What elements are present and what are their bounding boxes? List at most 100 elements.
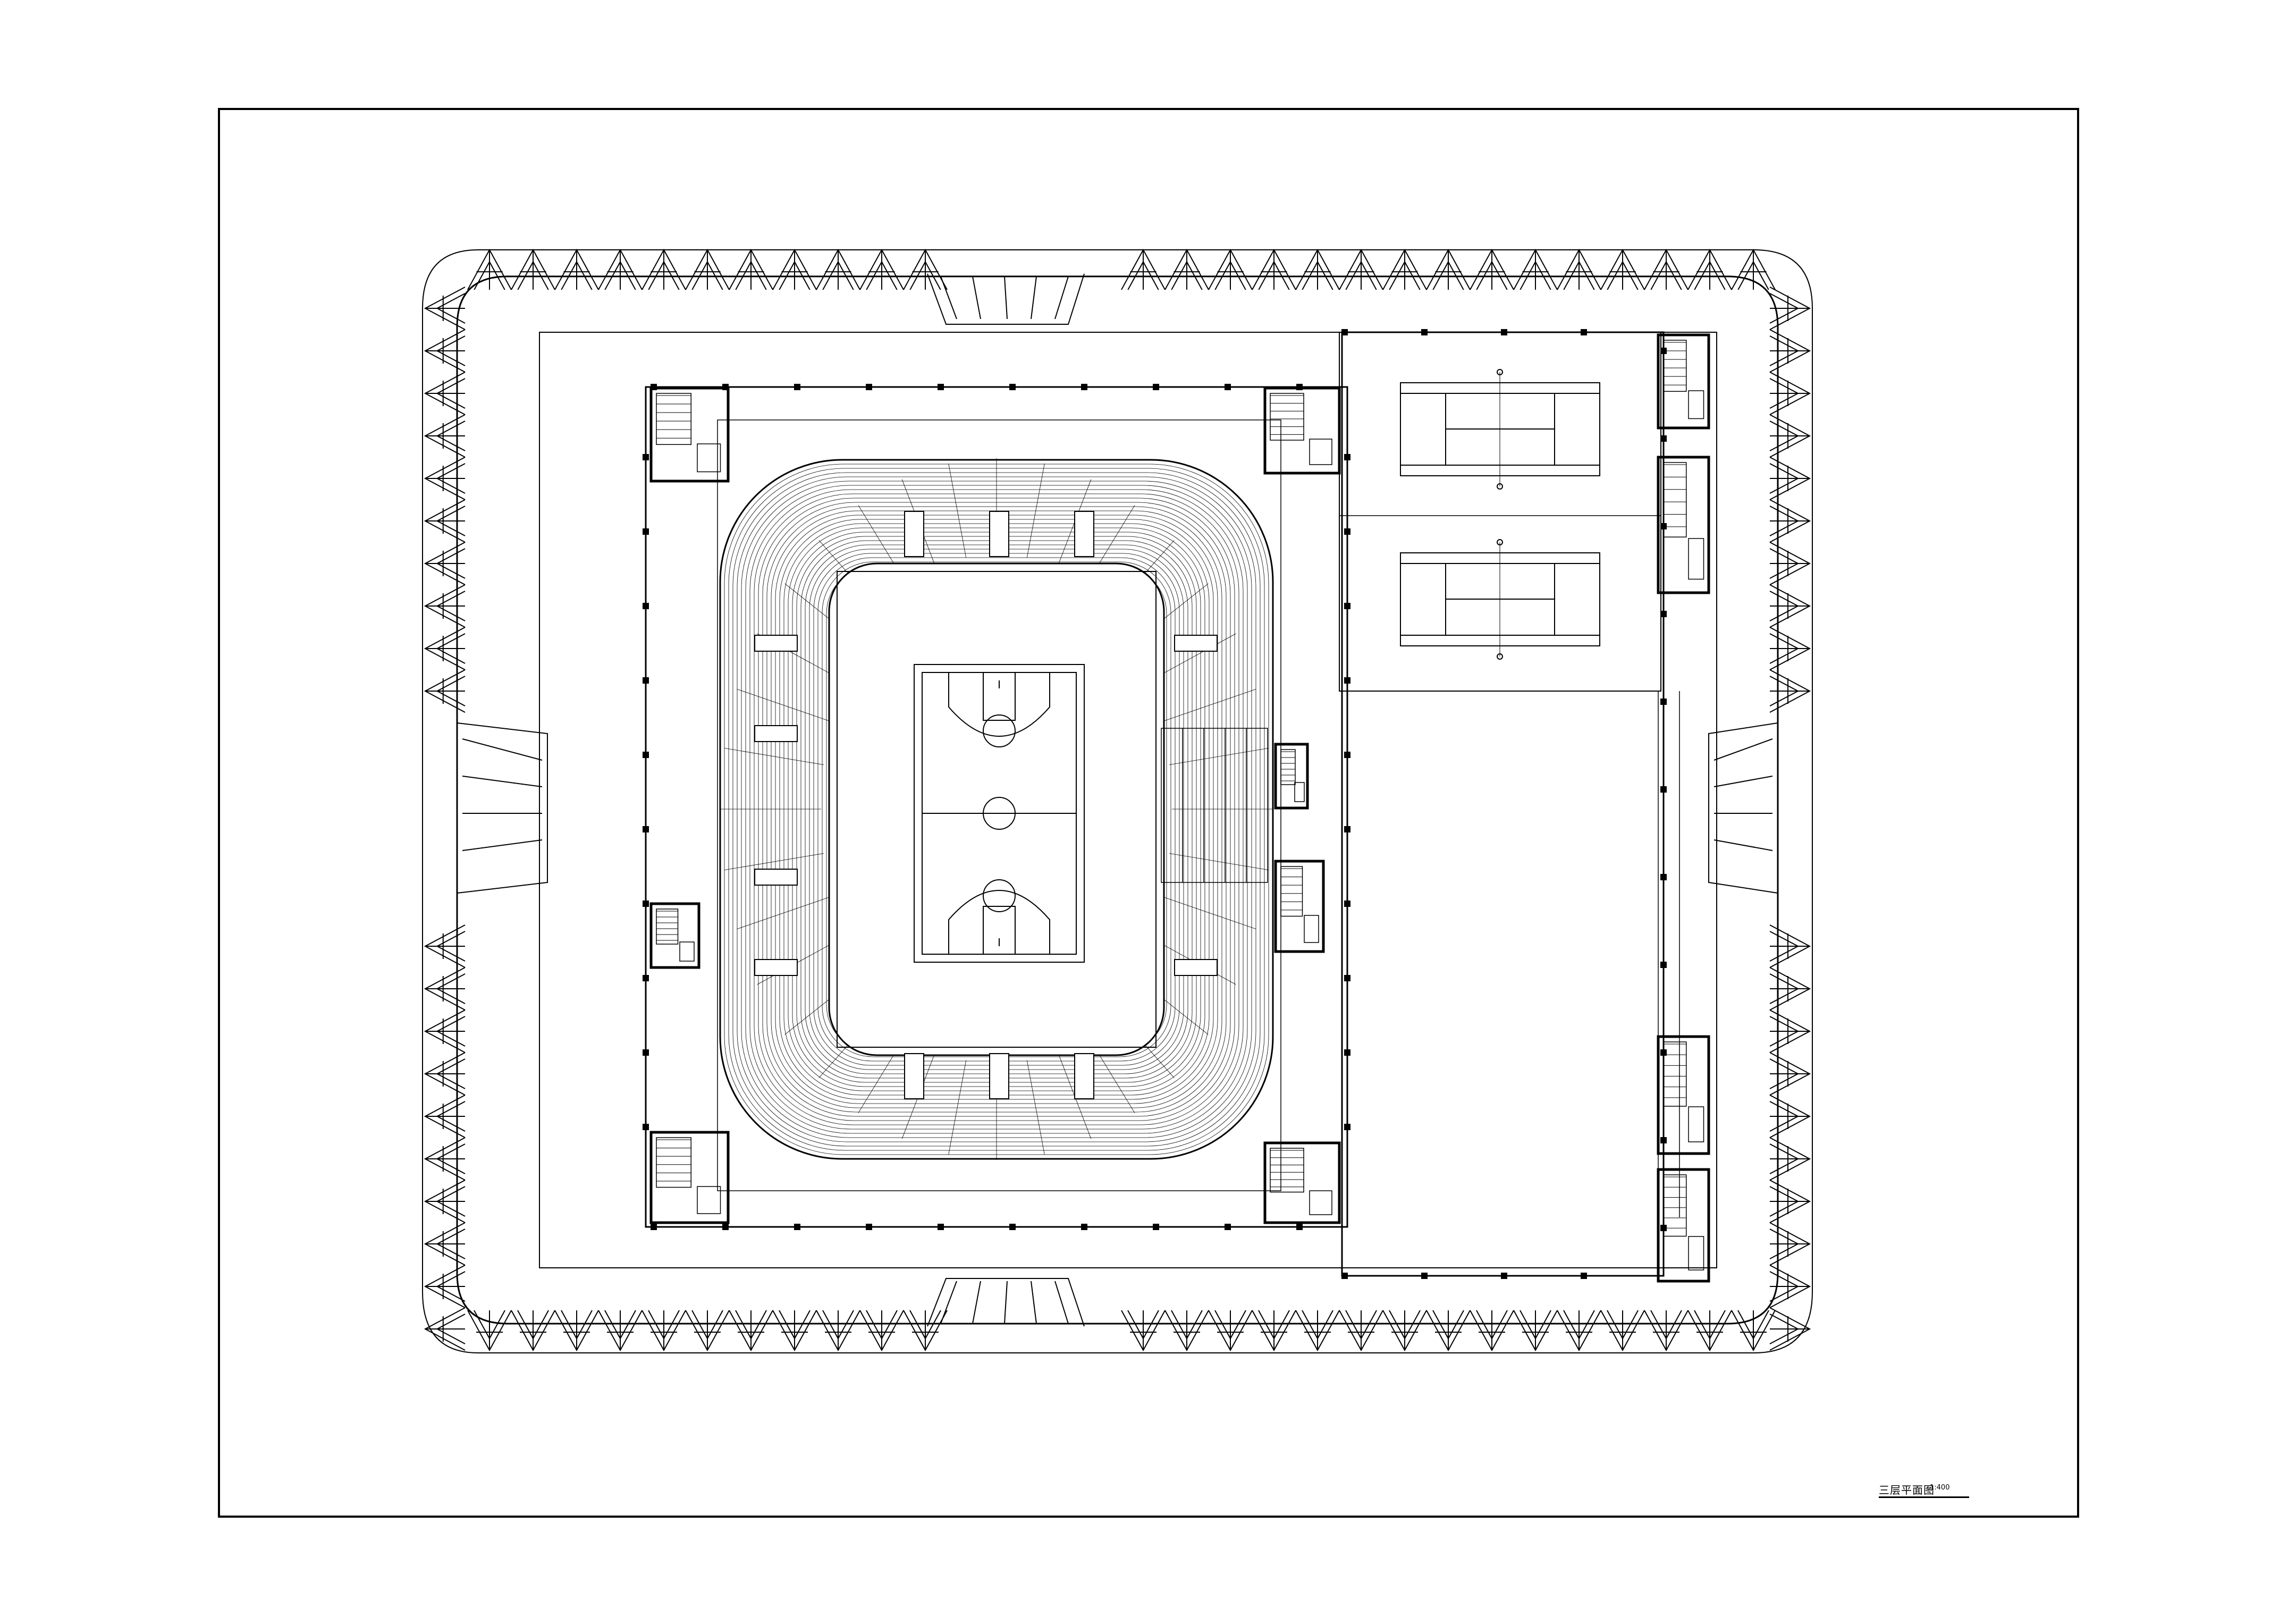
truss-module	[641, 248, 686, 290]
truss-module	[424, 414, 466, 458]
vomitory	[1174, 959, 1218, 976]
truss-module	[1557, 248, 1601, 290]
truss-module	[1769, 287, 1811, 330]
stair-core	[649, 902, 700, 969]
truss-module	[467, 1310, 512, 1352]
truss-module	[1769, 669, 1811, 713]
stair-core	[1274, 860, 1325, 953]
truss-module	[1513, 248, 1558, 290]
vomitory	[754, 959, 798, 976]
truss-module	[554, 248, 599, 290]
stair-core	[649, 386, 730, 483]
truss-module	[1339, 1310, 1383, 1352]
truss-module	[1769, 414, 1811, 458]
truss-module	[1769, 1265, 1811, 1308]
vomitory	[1074, 1053, 1094, 1099]
truss-module	[641, 1310, 686, 1352]
truss-module	[424, 669, 466, 713]
inner-floor-edge	[539, 332, 1717, 1268]
truss-module	[1769, 542, 1811, 585]
truss-module	[1687, 248, 1732, 290]
truss-module	[1164, 1310, 1209, 1352]
truss-module	[424, 967, 466, 1011]
truss-module	[1731, 1310, 1776, 1352]
truss-module	[1513, 1310, 1558, 1352]
truss-module	[859, 248, 904, 290]
drawing-title-block: 三层平面图 1:400	[1879, 1480, 1969, 1502]
truss-module	[424, 1222, 466, 1266]
truss-module	[772, 1310, 817, 1352]
truss-module	[729, 1310, 773, 1352]
stair-cores	[649, 333, 1710, 1283]
truss-module	[424, 457, 466, 500]
truss-module	[598, 248, 643, 290]
east-hall	[1341, 331, 1665, 1277]
truss-module	[1600, 248, 1645, 290]
truss-module	[511, 1310, 555, 1352]
structural-columns	[643, 329, 1667, 1279]
truss-module	[903, 1310, 948, 1352]
truss-module	[1769, 457, 1811, 500]
drawing-title: 三层平面图	[1879, 1484, 1935, 1496]
truss-module	[1600, 1310, 1645, 1352]
truss-module	[816, 248, 860, 290]
vomitory	[904, 1053, 924, 1099]
truss-module	[1208, 248, 1253, 290]
vomitory	[1074, 511, 1094, 557]
basketball-court	[914, 664, 1085, 963]
seating-bowl-inner	[828, 562, 1165, 1056]
truss-module	[1644, 248, 1689, 290]
truss-module	[1687, 1310, 1732, 1352]
truss-module	[1557, 1310, 1601, 1352]
sheet-border	[218, 108, 2079, 1518]
title-underline	[1879, 1496, 1969, 1498]
truss-module	[424, 1180, 466, 1223]
truss-module	[1470, 1310, 1514, 1352]
truss-module	[424, 329, 466, 373]
truss-module	[1252, 1310, 1296, 1352]
vomitory	[754, 635, 798, 652]
truss-module	[424, 627, 466, 670]
truss-module	[1769, 499, 1811, 543]
truss-module	[424, 1137, 466, 1181]
truss-module	[729, 248, 773, 290]
retractable-seating-east	[1161, 728, 1268, 883]
truss-module	[772, 248, 817, 290]
vomitory	[989, 1053, 1009, 1099]
north-entrance-canopy	[927, 273, 1085, 325]
truss-module	[1164, 248, 1209, 290]
truss-module	[1731, 248, 1776, 290]
stair-core	[649, 1131, 730, 1224]
truss-module	[1769, 584, 1811, 628]
truss-module	[424, 584, 466, 628]
tennis-hall	[1339, 332, 1661, 692]
truss-module	[1769, 967, 1811, 1011]
truss-module	[424, 1095, 466, 1138]
vomitory-aisles	[754, 511, 1218, 1099]
truss-module	[467, 248, 512, 290]
stair-core	[1657, 456, 1710, 594]
vomitory	[989, 511, 1009, 557]
east-entrance-canopy	[1708, 722, 1778, 894]
truss-module	[1121, 248, 1166, 290]
south-entrance-canopy	[927, 1278, 1085, 1327]
arena-concourse	[645, 386, 1348, 1228]
truss-module	[1644, 1310, 1689, 1352]
truss-module	[424, 1052, 466, 1096]
truss-module	[1382, 248, 1427, 290]
truss-module	[1769, 1009, 1811, 1053]
truss-module	[1339, 248, 1383, 290]
truss-module	[1769, 627, 1811, 670]
truss-module	[1382, 1310, 1427, 1352]
truss-module	[859, 1310, 904, 1352]
truss-module	[424, 372, 466, 415]
truss-module	[1426, 248, 1471, 290]
truss-module	[1769, 1052, 1811, 1096]
drawing-scale: 1:400	[1930, 1484, 1950, 1492]
arena-floor	[837, 571, 1157, 1048]
truss-module	[1121, 1310, 1166, 1352]
stair-core	[1263, 1141, 1341, 1224]
truss-module	[1769, 1137, 1811, 1181]
tennis-court-south	[1400, 539, 1600, 660]
